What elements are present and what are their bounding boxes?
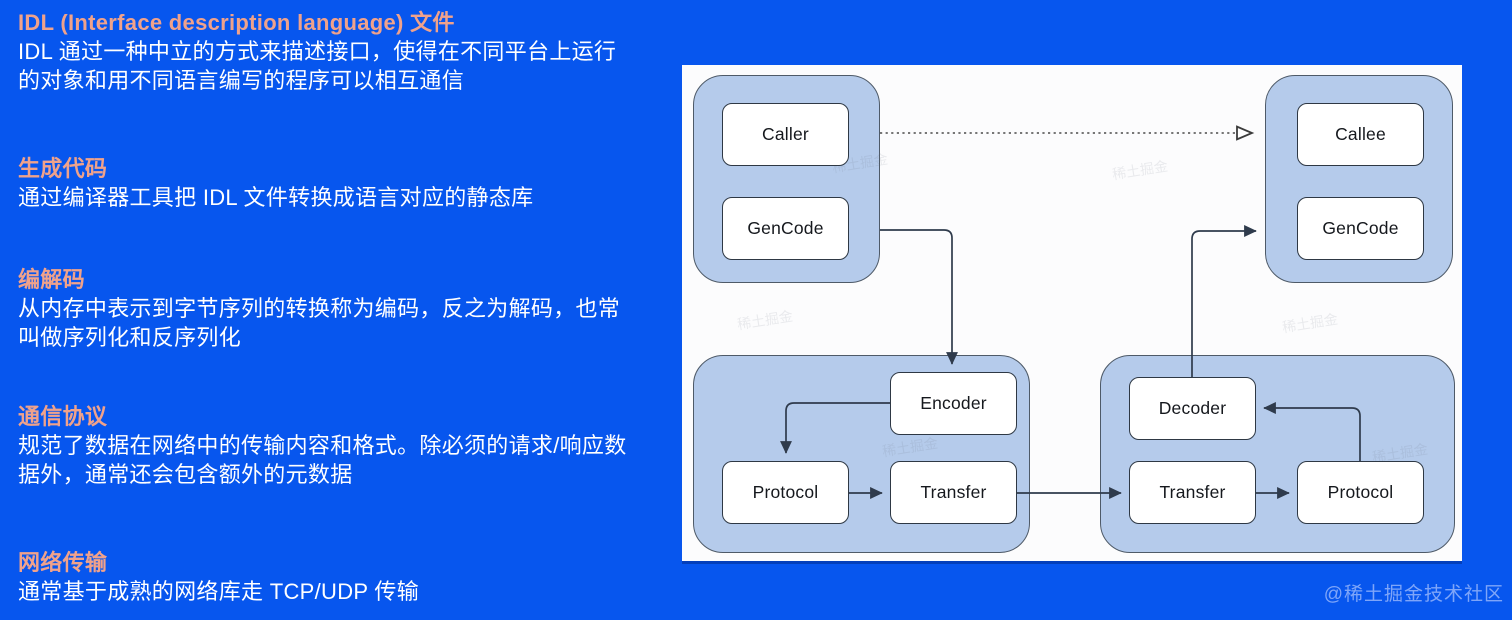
note-section-codegen: 生成代码 通过编译器工具把 IDL 文件转换成语言对应的静态库	[18, 154, 673, 213]
rpc-diagram-panel: 稀土掘金 稀土掘金 稀土掘金 稀土掘金 稀土掘金 稀土掘金 Caller Gen…	[682, 65, 1462, 561]
faint-watermark: 稀土掘金	[1111, 157, 1169, 183]
gencode-right-node: GenCode	[1297, 197, 1424, 260]
encoder-node: Encoder	[890, 372, 1017, 435]
note-heading: 通信协议	[18, 404, 108, 429]
note-heading: 编解码	[18, 267, 85, 292]
faint-watermark: 稀土掘金	[1281, 310, 1339, 336]
protocol-right-node: Protocol	[1297, 461, 1424, 524]
decoder-node: Decoder	[1129, 377, 1256, 440]
transfer-left-node: Transfer	[890, 461, 1017, 524]
note-heading: IDL (Interface description language) 文件	[18, 10, 455, 35]
note-section-idl: IDL (Interface description language) 文件 …	[18, 8, 673, 95]
note-heading: 生成代码	[18, 156, 108, 181]
note-heading: 网络传输	[18, 550, 108, 575]
note-body: IDL 通过一种中立的方式来描述接口，使得在不同平台上运行 的对象和用不同语言编…	[18, 39, 617, 93]
callee-node: Callee	[1297, 103, 1424, 166]
note-section-protocol: 通信协议 规范了数据在网络中的传输内容和格式。除必须的请求/响应数 据外，通常还…	[18, 402, 673, 489]
transfer-right-node: Transfer	[1129, 461, 1256, 524]
caller-node: Caller	[722, 103, 849, 166]
note-section-network: 网络传输 通常基于成熟的网络库走 TCP/UDP 传输	[18, 548, 673, 607]
site-watermark: @稀土掘金技术社区	[1323, 584, 1504, 605]
faint-watermark: 稀土掘金	[736, 307, 794, 333]
note-section-codec: 编解码 从内存中表示到字节序列的转换称为编码，反之为解码，也常 叫做序列化和反序…	[18, 265, 673, 352]
edge-gencodeL-encoder	[880, 229, 958, 365]
note-body: 通常基于成熟的网络库走 TCP/UDP 传输	[18, 579, 419, 604]
protocol-left-node: Protocol	[722, 461, 849, 524]
gencode-left-node: GenCode	[722, 197, 849, 260]
note-body: 规范了数据在网络中的传输内容和格式。除必须的请求/响应数 据外，通常还会包含额外…	[18, 433, 627, 487]
note-body: 通过编译器工具把 IDL 文件转换成语言对应的静态库	[18, 185, 534, 210]
note-body: 从内存中表示到字节序列的转换称为编码，反之为解码，也常 叫做序列化和反序列化	[18, 296, 621, 350]
